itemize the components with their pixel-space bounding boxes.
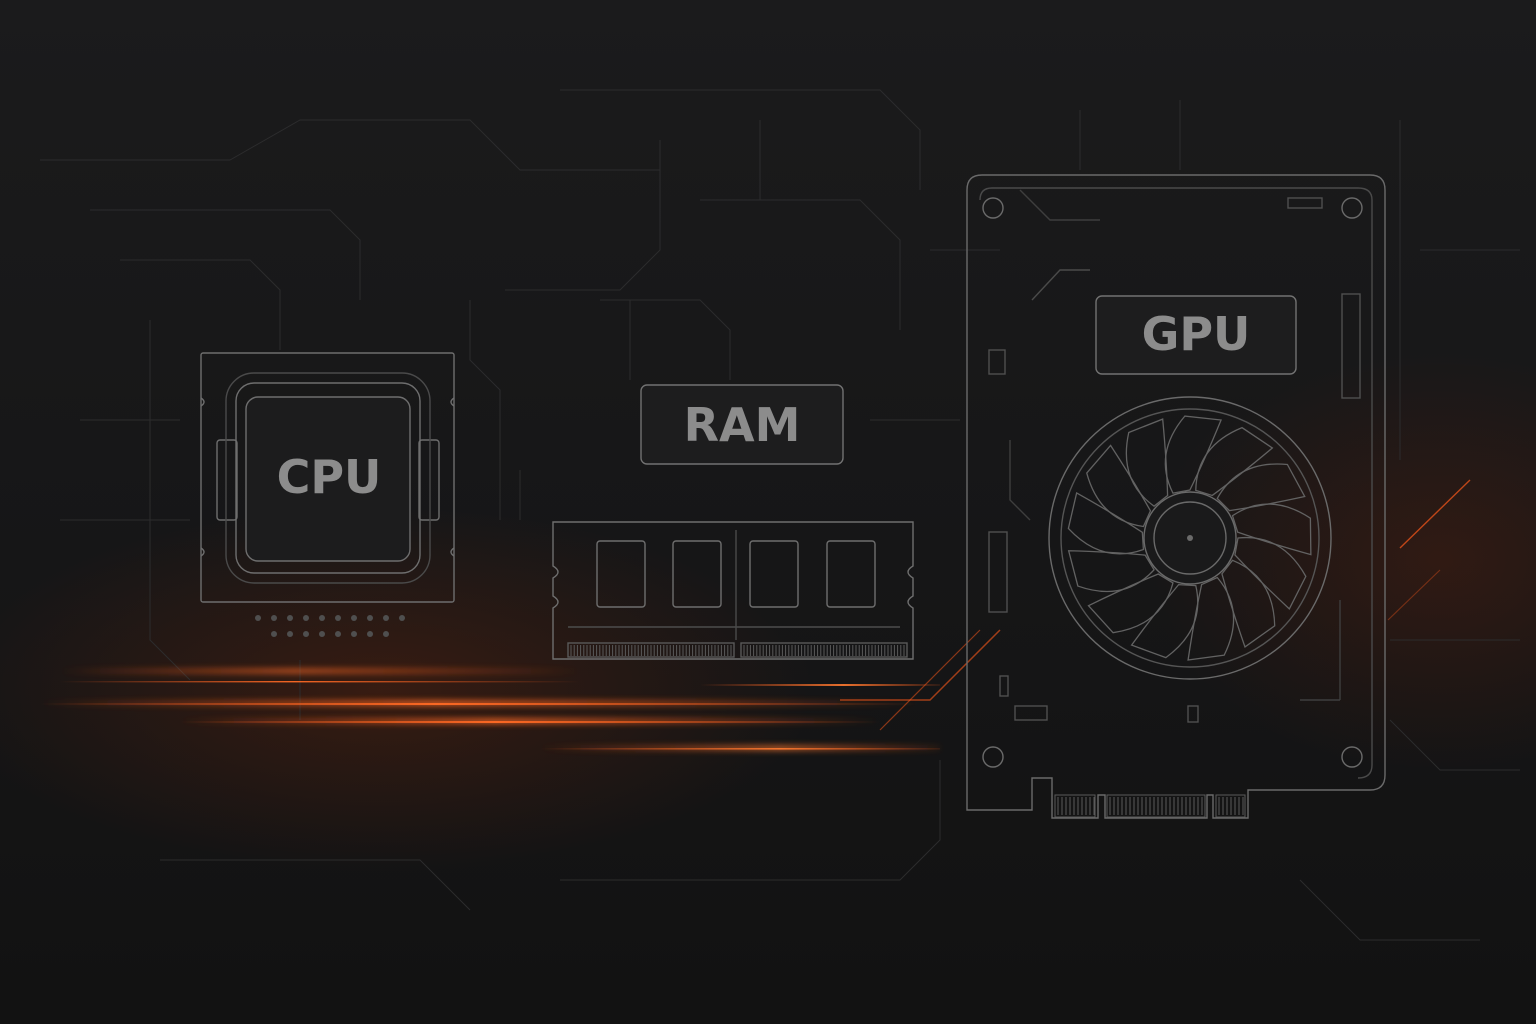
graphics-card-icon	[966, 174, 1386, 819]
cpu-chip-icon	[200, 352, 455, 637]
ram-module-icon	[552, 521, 914, 660]
cpu-pin-dots	[255, 615, 405, 637]
gpu-edge-connector	[1054, 794, 1246, 818]
cpu-label: CPU	[277, 450, 382, 504]
glow-traces	[40, 479, 1471, 751]
ram-label: RAM	[684, 398, 801, 452]
circuit-background	[40, 89, 1520, 941]
gpu-label: GPU	[1142, 307, 1251, 361]
gpu-fan-icon	[1048, 396, 1332, 680]
ram-label-box	[640, 384, 844, 465]
ram-contact-pins	[570, 645, 905, 656]
gpu-label-box	[1095, 295, 1297, 375]
